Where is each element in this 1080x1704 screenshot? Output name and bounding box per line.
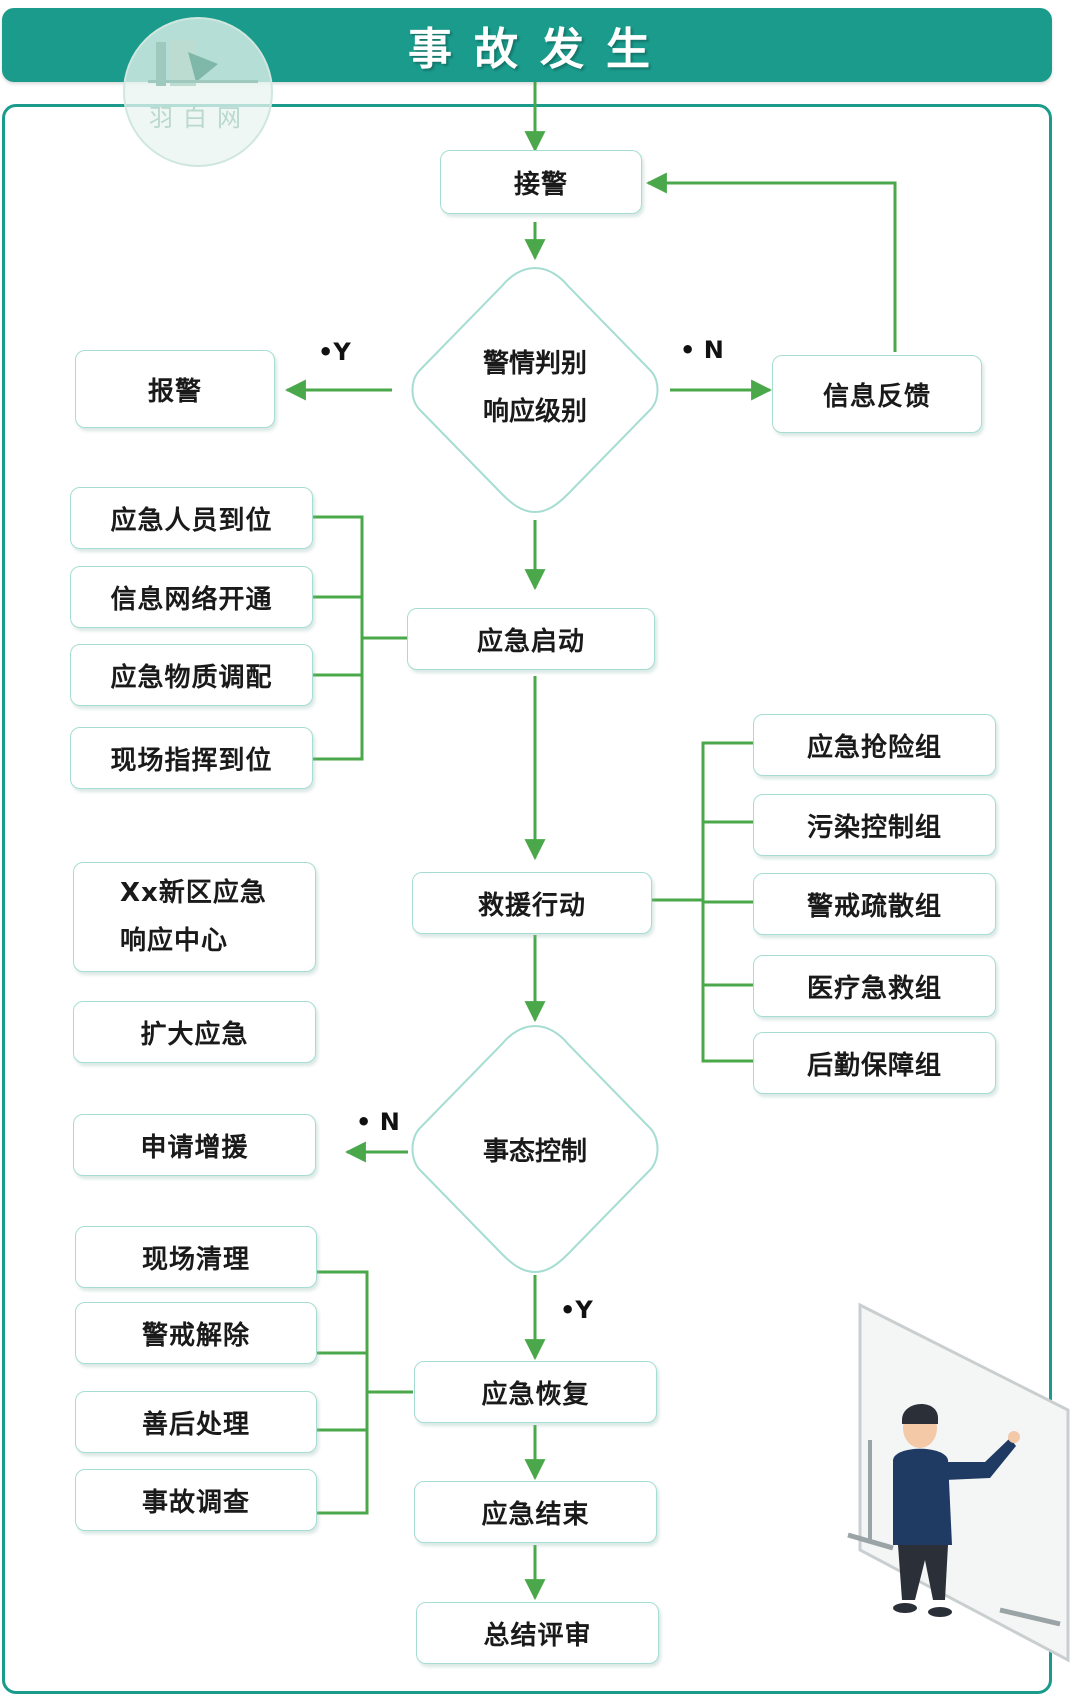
node-shanhou-chuli: 善后处理 (75, 1391, 317, 1453)
node-shenqing-zengyuan: 申请增援 (73, 1114, 316, 1176)
node-shitai-kongzhi: 事态控制 (482, 1137, 587, 1167)
edge-label-n-zengyuan: • N (356, 1108, 400, 1136)
node-baojing: 报警 (75, 350, 275, 428)
node-jiuyuan-xingdong: 救援行动 (412, 872, 652, 934)
node-wuran-zu: 污染控制组 (753, 794, 996, 856)
decision-diamond-shitai (411, 1024, 659, 1274)
node-yingji-qidong: 应急启动 (407, 608, 655, 670)
node-yiliao-zu: 医疗急救组 (753, 955, 996, 1017)
bracket-huifu-left (316, 1270, 369, 1515)
node-jiejing: 接警 (440, 150, 642, 214)
arrow-feedback-to-jiejing (645, 172, 897, 352)
edge-label-y-baojing: •Y (318, 338, 351, 366)
center-line-1: Xx新区应急 (120, 878, 267, 908)
node-kuoda-yingji: 扩大应急 (73, 1001, 316, 1063)
node-wangluo-kaitong: 信息网络开通 (70, 566, 313, 628)
node-xinxi-fankui: 信息反馈 (772, 355, 982, 433)
page-title: 事故发生 (408, 24, 672, 75)
watermark-text: 羽白网 (149, 104, 251, 132)
node-jingjie-jiechu: 警戒解除 (75, 1302, 317, 1364)
node-qiangxian-zu: 应急抢险组 (753, 714, 996, 776)
judge-line-1: 警情判别 (482, 349, 587, 379)
node-response-center: Xx新区应急 响应中心 (73, 862, 316, 972)
node-shigu-diaocha: 事故调查 (75, 1469, 317, 1531)
presenter-illustration (847, 1302, 1070, 1663)
node-zhihui-daowei: 现场指挥到位 (70, 727, 313, 789)
edge-label-n-feedback: • N (680, 336, 724, 364)
judge-line-2: 响应级别 (482, 397, 587, 427)
node-zongjie-pingshen: 总结评审 (416, 1602, 659, 1664)
watermark-logo: 羽白网 (123, 17, 273, 167)
node-renyuan-daowei: 应急人员到位 (70, 487, 313, 549)
node-shusan-zu: 警戒疏散组 (753, 873, 996, 935)
center-line-2: 响应中心 (120, 926, 229, 956)
node-judge: 警情判别 响应级别 (430, 338, 640, 438)
node-yingji-jieshu: 应急结束 (414, 1481, 657, 1543)
node-yingji-huifu: 应急恢复 (414, 1361, 657, 1423)
edge-label-y-huifu: •Y (560, 1296, 593, 1324)
diagram-frame (2, 104, 1052, 1694)
decision-diamond-judge (411, 266, 659, 514)
node-xianchang-qingli: 现场清理 (75, 1226, 317, 1288)
node-houqin-zu: 后勤保障组 (753, 1032, 996, 1094)
bracket-qidong-left (312, 515, 364, 761)
node-wuzhi-tiaopei: 应急物质调配 (70, 644, 313, 706)
